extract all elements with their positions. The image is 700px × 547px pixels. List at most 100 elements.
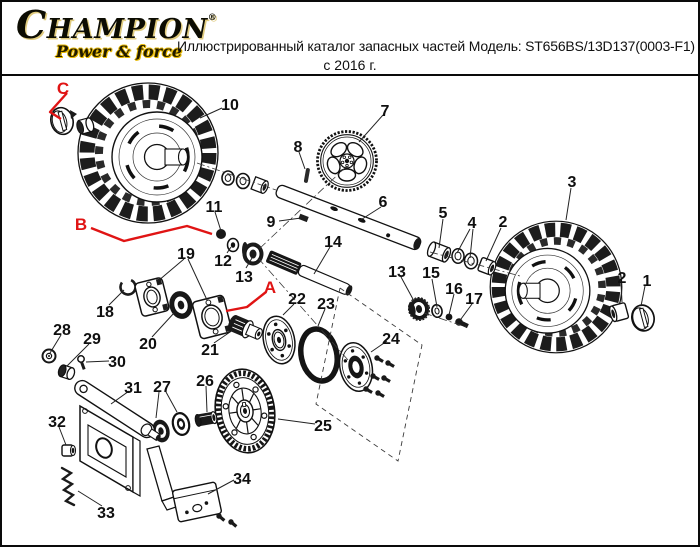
leader-line xyxy=(485,227,502,262)
part-label-19: 19 xyxy=(177,246,195,263)
callout-line xyxy=(48,92,68,121)
part-28-washer xyxy=(41,348,57,364)
part-10-left-wheel xyxy=(78,83,218,223)
construction-axis-line xyxy=(257,165,348,251)
leader-line xyxy=(317,308,326,327)
part-label-15: 15 xyxy=(422,265,440,282)
part-label-13: 13 xyxy=(235,269,253,286)
part-1-hub-cap xyxy=(631,304,655,332)
part-label-14: 14 xyxy=(324,234,342,251)
assembly-dashed-outline xyxy=(315,287,423,462)
part-label-7: 7 xyxy=(381,103,390,120)
part-label-A: A xyxy=(264,278,276,297)
construction-axis-line xyxy=(257,257,349,361)
parts-diagram: CBA1078369542111412131918131516172122232… xyxy=(41,74,655,529)
part-label-23: 23 xyxy=(317,296,335,313)
part-label-10: 10 xyxy=(221,97,239,114)
leader-line xyxy=(245,257,253,269)
leader-line xyxy=(431,278,438,308)
part-5-bushing xyxy=(426,241,452,263)
leader-line xyxy=(282,303,295,316)
leader-line xyxy=(85,360,110,363)
part-label-17: 17 xyxy=(465,291,483,308)
leader-line xyxy=(108,289,125,306)
leader-line xyxy=(199,107,223,119)
part-7-sprocket xyxy=(316,130,378,192)
leader-line xyxy=(358,206,382,222)
callout-line xyxy=(225,291,267,313)
part-label-5: 5 xyxy=(439,205,448,222)
part-20-bearing xyxy=(169,291,193,319)
leader-line xyxy=(448,293,455,316)
leader-line xyxy=(438,218,444,249)
leader-line xyxy=(620,282,623,303)
part-label-26: 26 xyxy=(196,373,214,390)
construction-axis-line xyxy=(196,162,277,191)
part-30-pin xyxy=(77,355,86,370)
leader-line xyxy=(565,187,572,221)
part-34-bracket-lever xyxy=(146,445,239,529)
leader-line xyxy=(187,258,208,301)
part-8-pin xyxy=(303,168,310,183)
leader-line xyxy=(49,334,62,354)
part-label-18: 18 xyxy=(96,304,114,321)
part-33-spring xyxy=(60,466,76,507)
part-label-2: 2 xyxy=(618,270,627,287)
part-label-11: 11 xyxy=(206,199,223,216)
part-13-sprocket-small xyxy=(407,297,431,321)
leader-line xyxy=(157,258,185,282)
part-label-32: 32 xyxy=(48,414,66,431)
part-label-B: B xyxy=(75,215,87,234)
part-label-9: 9 xyxy=(267,214,276,231)
part-label-C: C xyxy=(57,79,69,98)
part-26-bushing xyxy=(194,411,218,427)
page-header: Champion® Power & force Иллюстрированный… xyxy=(2,2,698,76)
registered-mark: ® xyxy=(207,13,218,23)
part-label-31: 31 xyxy=(124,380,142,397)
part-label-6: 6 xyxy=(379,194,388,211)
part-4-washers xyxy=(451,248,479,270)
leader-line xyxy=(110,390,130,405)
part-label-1: 1 xyxy=(643,273,652,290)
leader-line xyxy=(469,228,474,259)
leader-line xyxy=(58,426,67,446)
part-label-3: 3 xyxy=(568,174,577,191)
leader-line xyxy=(155,391,160,419)
part-label-21: 21 xyxy=(201,342,219,359)
part-label-8: 8 xyxy=(294,139,303,156)
part-label-20: 20 xyxy=(139,336,157,353)
part-label-22: 22 xyxy=(288,291,306,308)
leader-line xyxy=(165,391,178,413)
leader-line xyxy=(226,246,232,254)
part-label-28: 28 xyxy=(53,322,71,339)
part-14-splined-shaft xyxy=(266,250,353,296)
leader-line xyxy=(213,329,234,344)
part-label-25: 25 xyxy=(314,418,332,435)
part-label-2: 2 xyxy=(499,214,508,231)
part-9-key xyxy=(298,213,309,223)
leader-line xyxy=(151,312,175,338)
leader-line xyxy=(207,479,235,495)
retainer-clip xyxy=(70,110,77,119)
leader-line xyxy=(298,151,306,170)
champion-logo: Champion® Power & force xyxy=(16,2,218,61)
part-label-30: 30 xyxy=(108,354,126,371)
leader-line xyxy=(456,228,471,254)
part-17-bolt xyxy=(453,316,470,330)
part-3-right-wheel xyxy=(490,221,622,353)
part-18-snap-ring xyxy=(119,278,137,296)
part-label-4: 4 xyxy=(468,215,477,232)
part-19-flange-plate-b xyxy=(191,294,233,340)
callout-line xyxy=(90,224,213,243)
part-31-bracket xyxy=(74,379,161,498)
brand-name: Champion® xyxy=(16,2,218,47)
leader-line xyxy=(358,114,384,143)
part-32-nut xyxy=(61,444,77,457)
part-label-33: 33 xyxy=(97,505,115,522)
washer-row xyxy=(221,170,269,195)
part-label-16: 16 xyxy=(445,281,463,298)
part-19-flange-plate-a xyxy=(134,277,170,317)
leader-line xyxy=(77,490,103,507)
brand-tagline: Power & force xyxy=(55,42,182,61)
